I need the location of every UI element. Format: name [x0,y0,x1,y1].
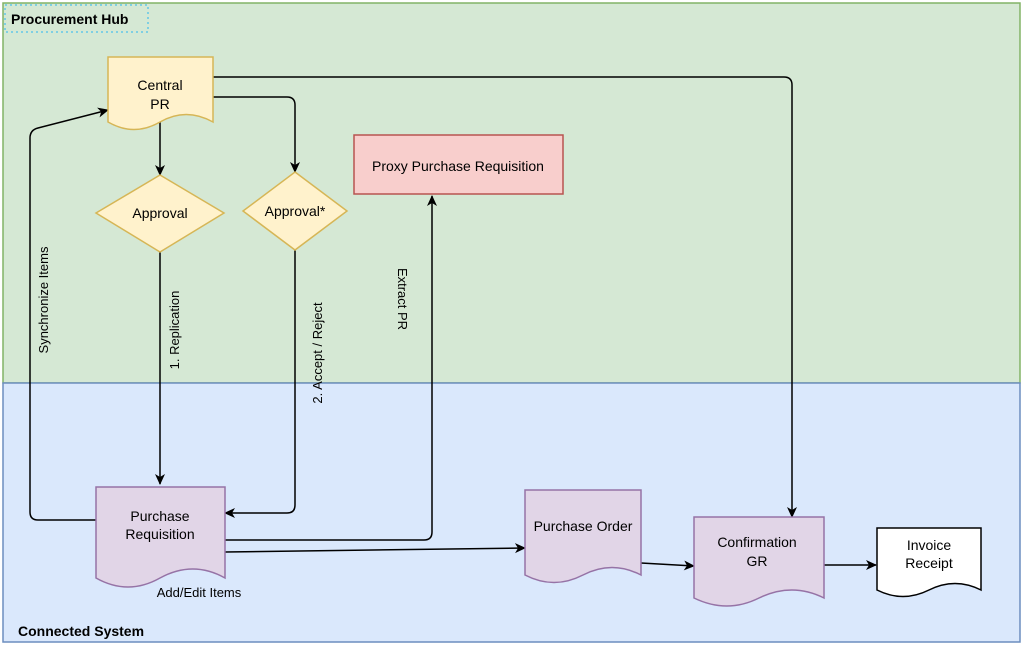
node-proxy-purchase-requisition[interactable]: Proxy Purchase Requisition [353,134,564,195]
central-pr-label-line2: PR [150,96,169,112]
edge-pr-to-po[interactable] [224,543,526,554]
proxy-pr-box[interactable] [353,134,564,195]
node-central-pr[interactable]: Central PR [107,56,214,131]
node-purchase-order[interactable]: Purchase Order [524,489,642,584]
edge-label-extract-pr: Extract PR [395,268,410,330]
edge-extract-pr[interactable] [225,195,437,541]
swimlane-procurement-hub-title: Procurement Hub [11,11,128,27]
edge-label-accept-reject: 2. Accept / Reject [310,302,325,404]
purchase-requisition-label-line1: Purchase [130,508,189,524]
node-approval[interactable]: Approval [94,174,226,253]
invoice-receipt-shape[interactable] [876,527,982,598]
edge-approval-star-accept-reject[interactable] [224,250,296,518]
edge-label-add-edit-items: Add/Edit Items [157,585,242,600]
confirmation-gr-label-line1: Confirmation [717,534,796,550]
edge-label-replication: 1. Replication [167,291,182,370]
approval-star-label: Approval* [265,203,326,219]
node-purchase-requisition[interactable]: Purchase Requisition [95,486,226,588]
invoice-receipt-label-line1: Invoice [907,537,952,553]
central-pr-shape[interactable] [107,56,214,131]
purchase-requisition-shape[interactable] [95,486,226,588]
proxy-pr-label: Proxy Purchase Requisition [372,158,544,174]
edges [29,76,877,571]
purchase-order-shape[interactable] [524,489,642,584]
edge-label-synchronize-items: Synchronize Items [36,246,51,353]
central-pr-label-line1: Central [137,77,182,93]
edge-central-to-approval-star[interactable] [213,96,300,173]
confirmation-gr-shape[interactable] [693,516,825,607]
selection-handles[interactable] [4,4,149,33]
edge-po-to-confirmation[interactable] [640,560,695,571]
edge-synchronize-items[interactable] [29,107,109,521]
approval-label: Approval [132,205,187,221]
purchase-order-label: Purchase Order [534,518,633,534]
node-confirmation-gr[interactable]: Confirmation GR [693,516,825,607]
approval-diamond[interactable] [94,174,226,253]
swimlane-connected-system-title: Connected System [18,623,144,639]
approval-star-diamond[interactable] [241,171,349,251]
node-approval-star[interactable]: Approval* [241,171,349,251]
edge-central-to-confirmation[interactable] [213,76,797,518]
invoice-receipt-label-line2: Receipt [905,555,953,571]
purchase-requisition-label-line2: Requisition [125,526,194,542]
confirmation-gr-label-line2: GR [747,553,768,569]
node-invoice-receipt[interactable]: Invoice Receipt [876,527,982,598]
